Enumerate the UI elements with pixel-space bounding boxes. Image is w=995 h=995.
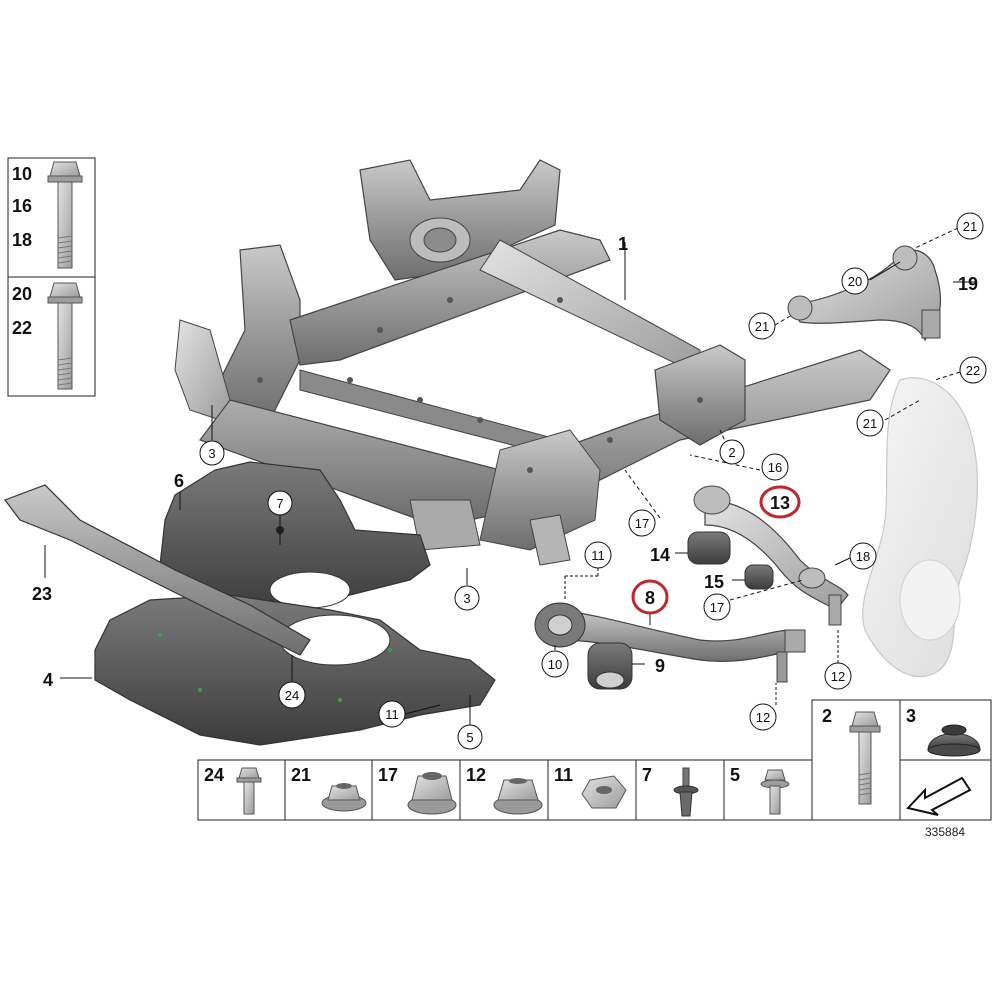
bottom-fastener-panel: 24 21 17 12 11 7 5 [197, 759, 813, 821]
rubber-bump-stop-icon [927, 724, 981, 757]
svg-text:22: 22 [966, 363, 980, 378]
catalog-number: 335884 [925, 825, 965, 839]
svg-text:12: 12 [831, 669, 845, 684]
direction-arrow-icon [906, 776, 972, 816]
expanding-rivet-icon [673, 767, 699, 817]
highlighted-labels: 13 8 [631, 485, 801, 615]
svg-text:16: 16 [768, 460, 782, 475]
self-locking-nut-icon [493, 778, 543, 815]
svg-text:20: 20 [848, 274, 862, 289]
callout-11: 11 [584, 541, 612, 569]
left-panel-num-18: 18 [12, 230, 32, 250]
leader-lines [44, 227, 975, 725]
skid-plate-4 [94, 594, 496, 746]
callout-2: 2 [719, 439, 745, 465]
fastener-num-11: 11 [554, 765, 573, 785]
svg-text:8: 8 [645, 588, 655, 608]
callout-12: 12 [749, 703, 777, 731]
label-15: 15 [704, 572, 724, 592]
part-number-3: 3 [906, 706, 916, 726]
svg-text:18: 18 [856, 549, 870, 564]
fastener-num-17: 17 [378, 765, 398, 785]
callout-21: 21 [856, 409, 884, 437]
hex-nut-icon [581, 775, 627, 809]
left-panel-num-16: 16 [12, 196, 32, 216]
callout-12: 12 [824, 662, 852, 690]
long-bolt-icon [849, 711, 881, 805]
label-4: 4 [43, 670, 53, 690]
steering-knuckle [862, 377, 978, 677]
svg-text:11: 11 [591, 548, 605, 563]
fastener-num-7: 7 [642, 765, 652, 785]
right-parts-panel: 2 3 [811, 699, 992, 821]
control-arm-13 [693, 485, 849, 626]
circled-labels: 3 3 7 24 11 11 5 10 [199, 212, 987, 750]
rubber-mount-15 [744, 564, 774, 590]
callout-22: 22 [959, 356, 987, 384]
callout-3: 3 [454, 585, 480, 611]
svg-text:12: 12 [756, 710, 770, 725]
svg-text:2: 2 [728, 445, 735, 460]
rubber-mount-9 [587, 642, 633, 690]
long-bolt-icon [47, 282, 83, 390]
underbody-shield-6 [159, 461, 431, 613]
svg-text:3: 3 [208, 446, 215, 461]
flange-nut-icon [321, 783, 367, 812]
rubber-mount-14 [687, 531, 731, 565]
callout-10: 10 [541, 650, 569, 678]
label-19: 19 [958, 274, 978, 294]
tension-strut-8 [534, 602, 806, 683]
svg-text:7: 7 [276, 496, 283, 511]
fastener-num-21: 21 [291, 765, 311, 785]
washer-bolt-icon [760, 769, 790, 815]
fastener-num-12: 12 [466, 765, 486, 785]
svg-text:21: 21 [963, 219, 977, 234]
callout-7: 7 [267, 490, 293, 516]
callout-17: 17 [628, 509, 656, 537]
left-panel-num-10: 10 [12, 164, 32, 184]
callout-17: 17 [703, 593, 731, 621]
left-bolt-panel: 10 16 18 20 22 [7, 157, 96, 397]
callout-24: 24 [278, 681, 306, 709]
callout-11: 11 [378, 700, 406, 728]
left-panel-num-22: 22 [12, 318, 32, 338]
svg-text:21: 21 [755, 319, 769, 334]
strut-brace-23 [4, 484, 311, 656]
callout-5: 5 [457, 724, 483, 750]
label-1: 1 [618, 234, 628, 254]
wishbone-19 [787, 245, 941, 342]
svg-text:21: 21 [863, 416, 877, 431]
callout-3: 3 [199, 440, 225, 466]
front-axle-subframe [174, 159, 891, 566]
collar-nut-icon [407, 772, 457, 815]
bolt-icon [236, 767, 262, 815]
long-bolt-icon [47, 161, 83, 269]
left-panel-num-20: 20 [12, 284, 32, 304]
svg-text:13: 13 [770, 493, 790, 513]
callout-18: 18 [849, 542, 877, 570]
label-23: 23 [32, 584, 52, 604]
callout-20: 20 [841, 267, 869, 295]
callout-21: 21 [748, 312, 776, 340]
svg-text:17: 17 [635, 516, 649, 531]
fastener-num-5: 5 [730, 765, 740, 785]
label-14: 14 [650, 545, 670, 565]
label-9: 9 [655, 656, 665, 676]
highlight-callout-13: 13 [759, 485, 801, 519]
label-6: 6 [174, 471, 184, 491]
svg-text:17: 17 [710, 600, 724, 615]
part-number-2: 2 [822, 706, 832, 726]
svg-text:5: 5 [466, 730, 473, 745]
svg-text:24: 24 [285, 688, 299, 703]
fastener-num-24: 24 [204, 765, 224, 785]
plain-labels: 1 6 23 4 14 15 9 19 [32, 234, 978, 690]
svg-text:11: 11 [385, 707, 399, 722]
svg-text:10: 10 [548, 657, 562, 672]
svg-text:3: 3 [463, 591, 470, 606]
callout-16: 16 [761, 453, 789, 481]
callout-21: 21 [956, 212, 984, 240]
highlight-callout-8: 8 [631, 579, 669, 615]
